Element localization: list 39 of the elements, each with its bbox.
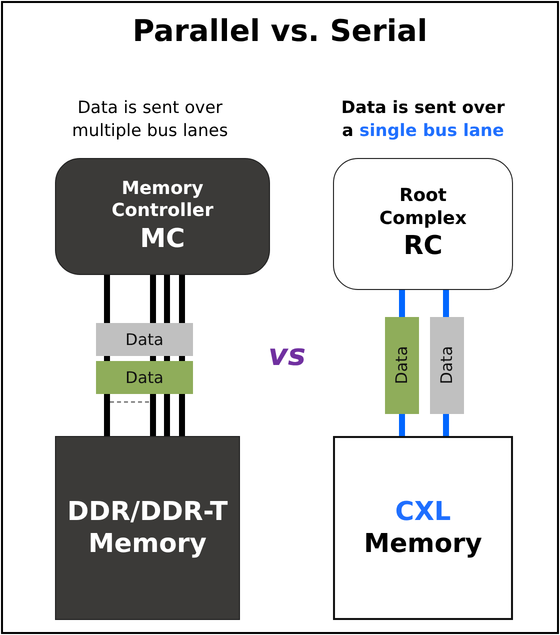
bus-lane	[399, 414, 405, 436]
bus-lane	[164, 394, 170, 436]
data-packet	[96, 361, 193, 394]
bus-lane	[150, 356, 156, 361]
data-packet	[96, 323, 193, 356]
node-title: Memory	[364, 528, 482, 560]
bus-lane	[179, 356, 185, 361]
packet-label: Data	[392, 346, 412, 385]
caption-text: Data is sent over a single bus lane	[340, 97, 506, 143]
bus-lane	[164, 275, 170, 323]
controller-box	[55, 158, 270, 275]
bus-lane	[104, 356, 110, 361]
bus-lane	[104, 275, 110, 323]
bus-lane	[399, 290, 405, 317]
node-title: Memory Controller	[110, 178, 214, 223]
packet-label: Data	[437, 346, 457, 385]
node-title: DDR/DDR-T Memory	[66, 496, 229, 560]
data-packet	[430, 317, 464, 414]
bus-lane	[150, 275, 156, 323]
versus-label: vs	[268, 338, 306, 373]
packet-label: Data	[125, 330, 164, 350]
bus-lane	[150, 394, 156, 436]
bus-lane	[104, 394, 110, 436]
node-abbreviation: RC	[403, 230, 443, 263]
node-abbreviation: MC	[140, 222, 185, 256]
packet-label: Data	[125, 368, 164, 388]
node-title: CXL	[395, 496, 451, 528]
root-complex-box	[333, 158, 513, 290]
bus-lane	[164, 356, 170, 361]
memory-box	[333, 436, 513, 620]
bus-lane	[179, 394, 185, 436]
bus-lane	[443, 414, 449, 436]
caption-text: Data is sent over multiple bus lanes	[71, 97, 229, 143]
data-packet	[385, 317, 419, 414]
title: Parallel vs. Serial	[132, 14, 428, 49]
bus-lane	[443, 290, 449, 317]
node-title: Root Complex	[378, 185, 468, 230]
memory-box	[55, 436, 240, 620]
bus-lane	[179, 275, 185, 323]
